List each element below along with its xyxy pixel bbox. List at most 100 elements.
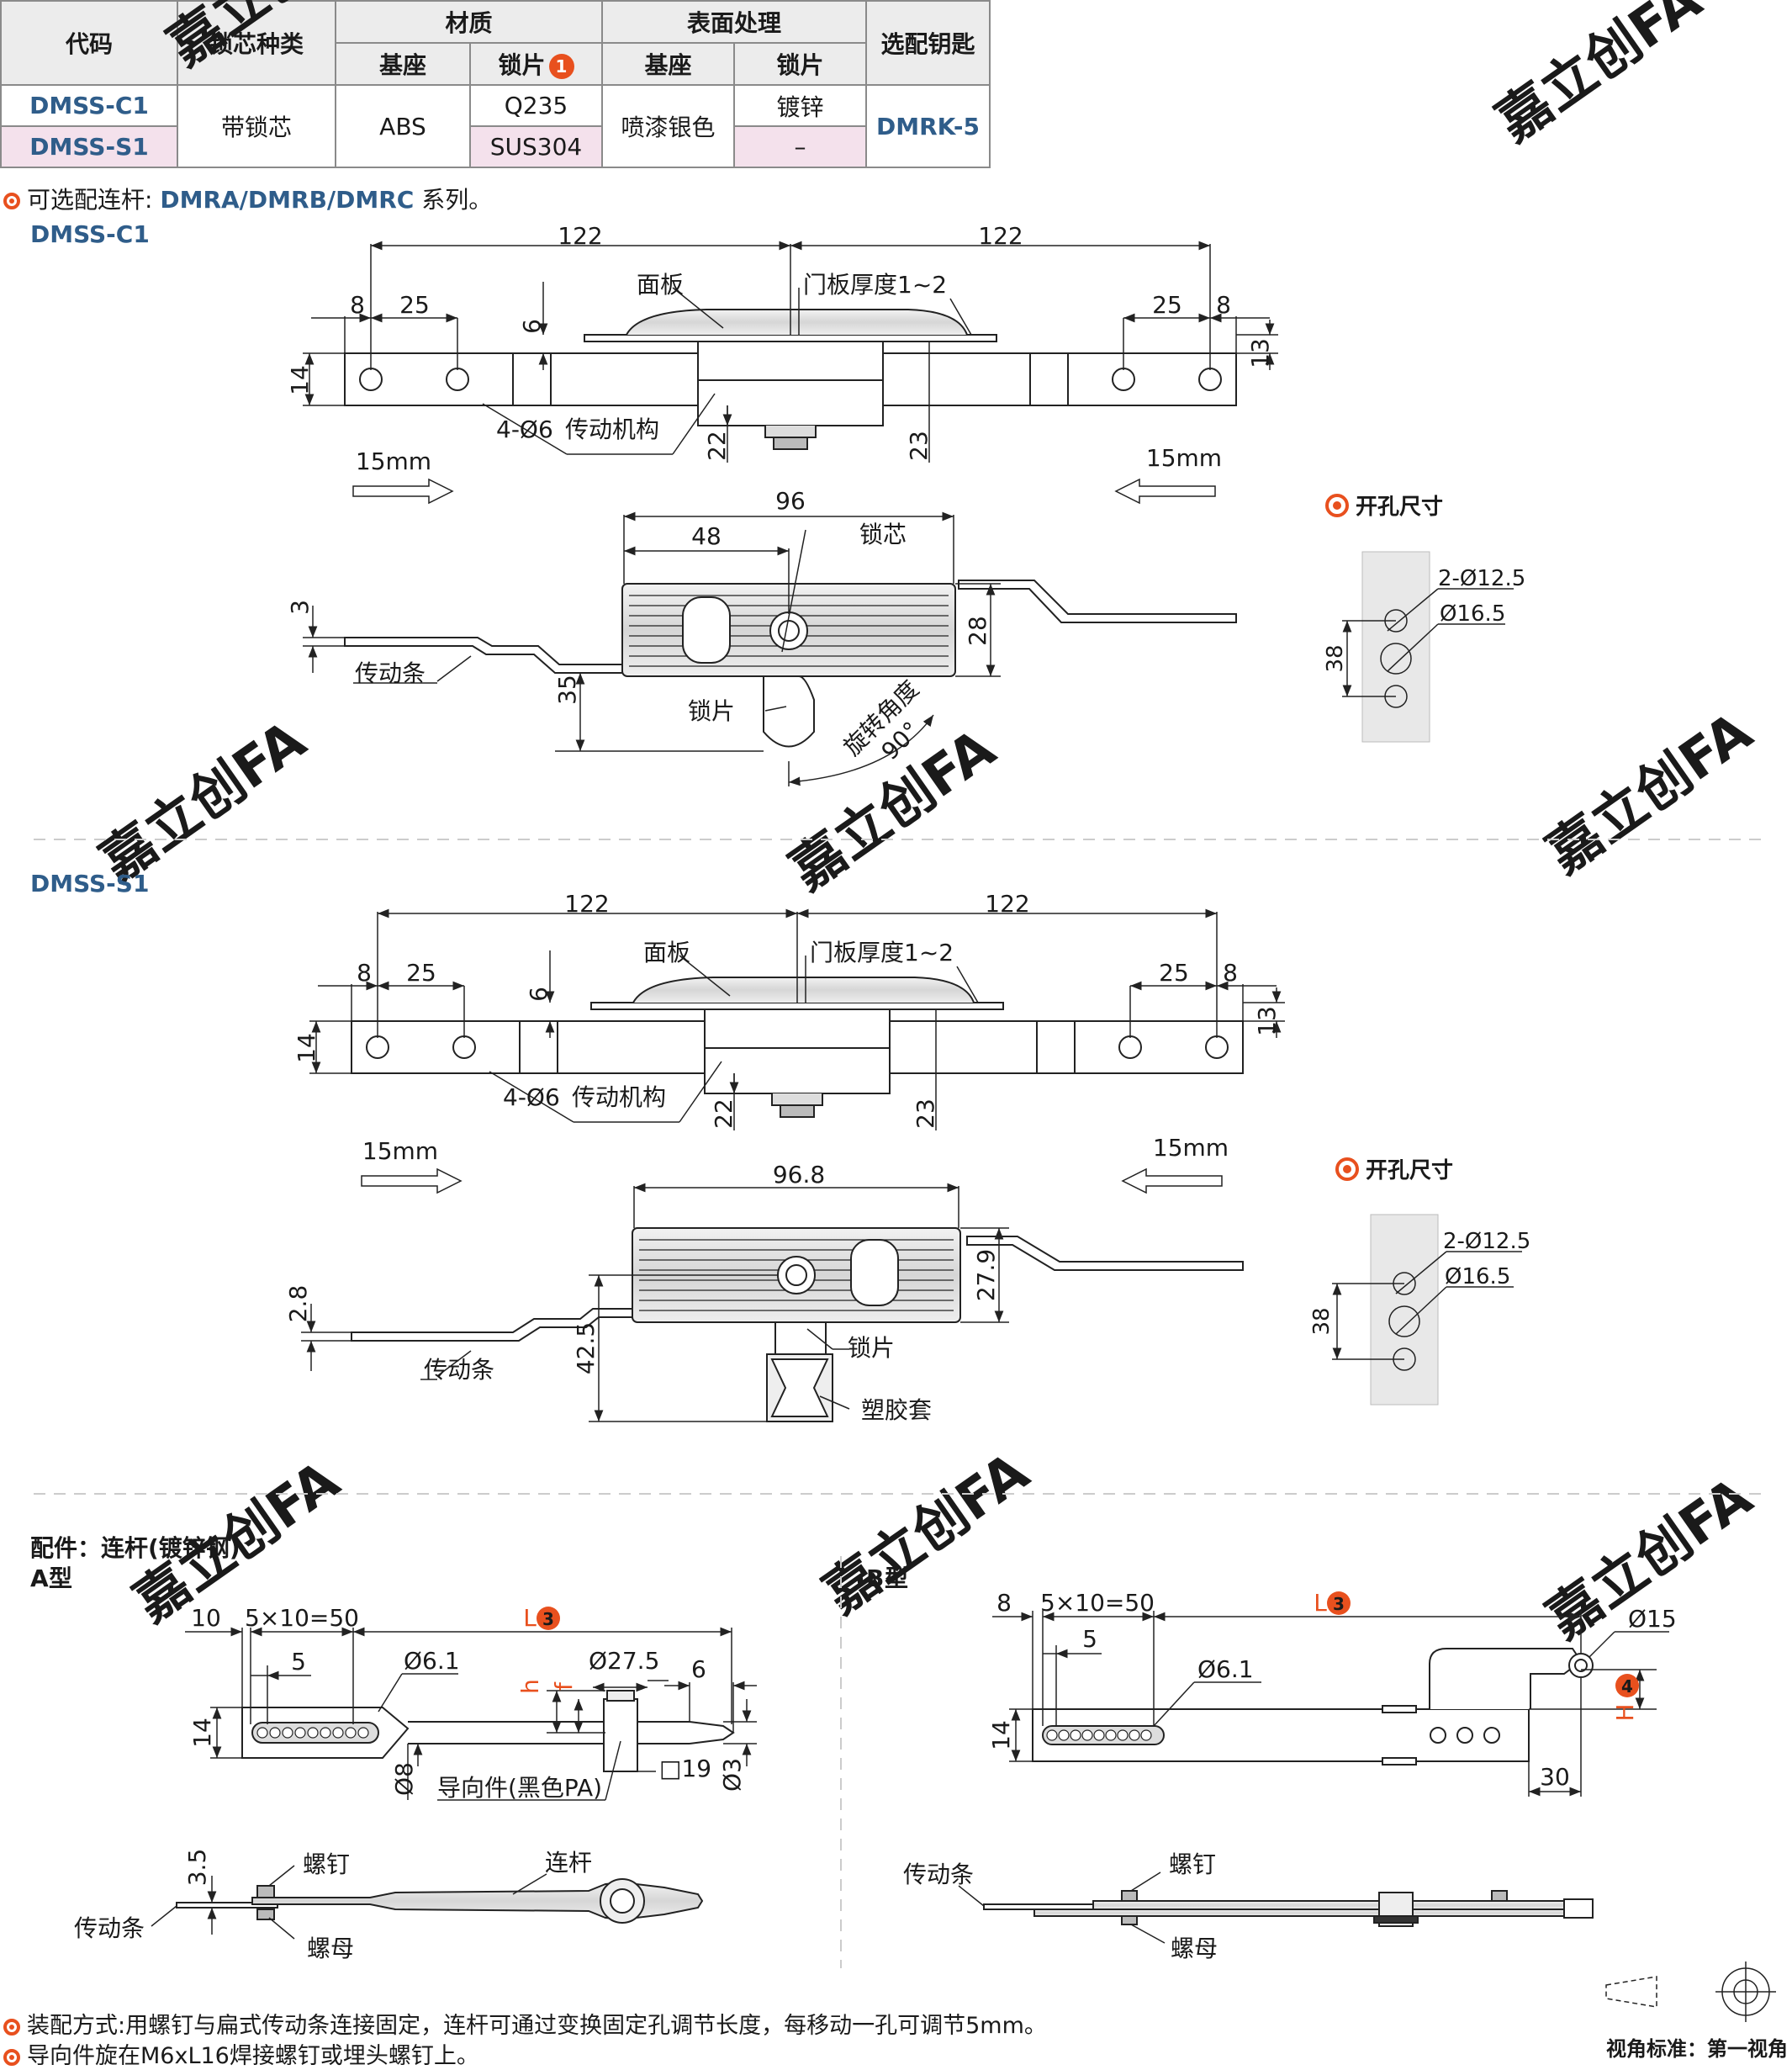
acc-heading: 配件：连杆(镀锌钢) A 型 B 型 [30, 1534, 908, 1592]
label-sleeve: 塑胶套 [861, 1396, 932, 1424]
dim: 122 [564, 890, 609, 918]
label-move-right: 15mm [1153, 1134, 1229, 1162]
header-base: 基座 [335, 42, 471, 86]
plate-mat-cell: SUS304 [468, 125, 604, 168]
table-row: DMSS-S1 SUS304 – [0, 125, 990, 168]
dim: Ø3 [718, 1758, 746, 1792]
label-move-left: 15mm [356, 447, 431, 475]
cutout-dim: Ø16.5 [1440, 601, 1505, 627]
acc-b-assembly-labels: 传动条 螺钉 螺母 [903, 1850, 1218, 1962]
s1-cutout: 开孔尺寸 2-Ø12.5 Ø16.5 38 [1309, 1157, 1530, 1406]
cutout-dim: 2-Ø12.5 [1443, 1229, 1530, 1254]
code-cell: DMSS-C1 [0, 84, 178, 127]
dim: 25 [399, 291, 430, 319]
dim: Ø27.5 [589, 1647, 659, 1675]
dim: 5 [291, 1648, 306, 1676]
dim: Ø6.1 [1197, 1655, 1254, 1683]
label-strip: 传动条 [903, 1861, 974, 1888]
dim: 22 [710, 1099, 737, 1129]
label-panel: 面板 [643, 939, 690, 966]
type-a-letter: A [30, 1564, 49, 1592]
dim: 6 [518, 319, 546, 334]
dim-L: L [523, 1604, 537, 1632]
cutout-dim: 38 [1323, 644, 1348, 672]
c1-move-arrows [352, 478, 1216, 505]
dim: □19 [659, 1755, 711, 1782]
note-1: 装配方式:用螺钉与扁式传动条连接固定，连杆可通过变换固定孔调节长度，每移动一孔可… [3, 2007, 1047, 2040]
core-cell: 带锁芯 [177, 84, 336, 168]
label-door: 门板厚度1~2 [803, 271, 947, 299]
acc-a-dims [185, 1627, 757, 1801]
acc-title: 配件：连杆(镀锌钢) [30, 1534, 241, 1562]
c1-labels: 122 122 8 25 25 8 14 13 6 面板 门板厚度1~2 4-Ø… [286, 222, 1274, 475]
cutout-dim: 2-Ø12.5 [1438, 566, 1525, 591]
dim: 23 [905, 431, 933, 461]
dim: 96.8 [773, 1161, 825, 1189]
dim: 25 [1152, 291, 1182, 319]
dim: 8 [357, 959, 372, 987]
header-plate-2: 锁片 [733, 42, 868, 86]
dim: 14 [293, 1033, 320, 1063]
c1-title: DMSS-C1 [30, 220, 150, 248]
s1-side-view [351, 1227, 1244, 1422]
c1-side-view [344, 580, 1237, 748]
first-angle-icon [1605, 1961, 1776, 2022]
dim: 42.5 [572, 1322, 600, 1374]
header-plate-label: 锁片 [498, 51, 546, 79]
note-2-text: 导向件旋在M6xL16焊接螺钉或埋头螺钉上。 [27, 2043, 479, 2069]
label-nut: 螺母 [307, 1935, 354, 1962]
bullet-icon [3, 2048, 20, 2066]
s1-top-view [351, 977, 1244, 1118]
acc-a-assembly-labels: 3.5 螺钉 连杆 传动条 螺母 [74, 1849, 592, 1962]
dim: 8 [350, 291, 365, 319]
cutout-title: 开孔尺寸 [1366, 1158, 1453, 1183]
dim: 13 [1246, 338, 1274, 368]
label-strip: 传动条 [355, 659, 426, 687]
s1-labels: 122 122 8 25 25 8 14 13 6 面板 门板厚度1~2 4-Ø… [293, 890, 1281, 1165]
cutout-dim: Ø16.5 [1445, 1264, 1510, 1289]
note-1-text: 装配方式:用螺钉与扁式传动条连接固定，连杆可通过变换固定孔调节长度，每移动一孔可… [27, 2013, 1047, 2039]
base-surf-cell: 喷漆银色 [601, 84, 736, 168]
s1-side-labels: 96.8 2.8 27.9 传动条 42.5 锁片 塑胶套 [284, 1161, 1000, 1424]
c1-dims [303, 241, 1278, 463]
watermark: 嘉立创FA [1486, 0, 1713, 154]
dim: 14 [188, 1718, 216, 1748]
acc-b-labels: 8 5×10=50 L 3 5 Ø6.1 Ø15 H 4 14 30 [987, 1589, 1677, 1791]
label-move-right: 15mm [1146, 444, 1222, 472]
label-mech: 传动机构 [572, 1083, 666, 1111]
code-cell: DMSS-S1 [0, 125, 178, 168]
dim: 3.5 [183, 1849, 211, 1887]
dim: 30 [1540, 1763, 1570, 1791]
dim: 10 [191, 1604, 221, 1632]
dim: 5×10=50 [1040, 1589, 1155, 1617]
label-screw: 螺钉 [303, 1850, 350, 1878]
rod-note-suffix: 系列。 [414, 186, 493, 214]
dim: 6 [525, 987, 552, 1002]
watermark: 嘉立创FA [1536, 701, 1763, 886]
label-rod: 连杆 [545, 1849, 592, 1877]
dim: 5 [1082, 1625, 1097, 1653]
label-strip: 传动条 [424, 1356, 494, 1384]
dim: Ø8 [390, 1762, 418, 1796]
label-nut: 螺母 [1171, 1935, 1218, 1962]
label-holes: 4-Ø6 [496, 416, 553, 443]
H-badge: 4 [1621, 1676, 1633, 1697]
note-2: 导向件旋在M6xL16焊接螺钉或埋头螺钉上。 [3, 2037, 479, 2070]
s1-move-arrows [361, 1167, 1223, 1194]
dim: 8 [996, 1589, 1012, 1617]
label-door: 门板厚度1~2 [810, 939, 954, 966]
cutout-title: 开孔尺寸 [1356, 495, 1443, 520]
dim: 2.8 [284, 1285, 312, 1323]
acc-b-assembly [983, 1890, 1594, 1927]
acc-a-drawing [241, 1690, 735, 1772]
acc-a-labels: 10 5×10=50 L 3 5 Ø6.1 h f Ø27.5 6 14 Ø8 … [188, 1604, 746, 1802]
dim: 8 [1216, 291, 1231, 319]
s1-title: DMSS-S1 [30, 870, 150, 897]
base-mat-cell: ABS [335, 84, 471, 168]
dim: 14 [987, 1720, 1015, 1750]
header-material: 材质 [334, 0, 604, 44]
dim: 35 [553, 675, 581, 705]
header-core: 锁芯种类 [177, 0, 336, 86]
label-guide: 导向件(黑色PA) [437, 1774, 602, 1802]
